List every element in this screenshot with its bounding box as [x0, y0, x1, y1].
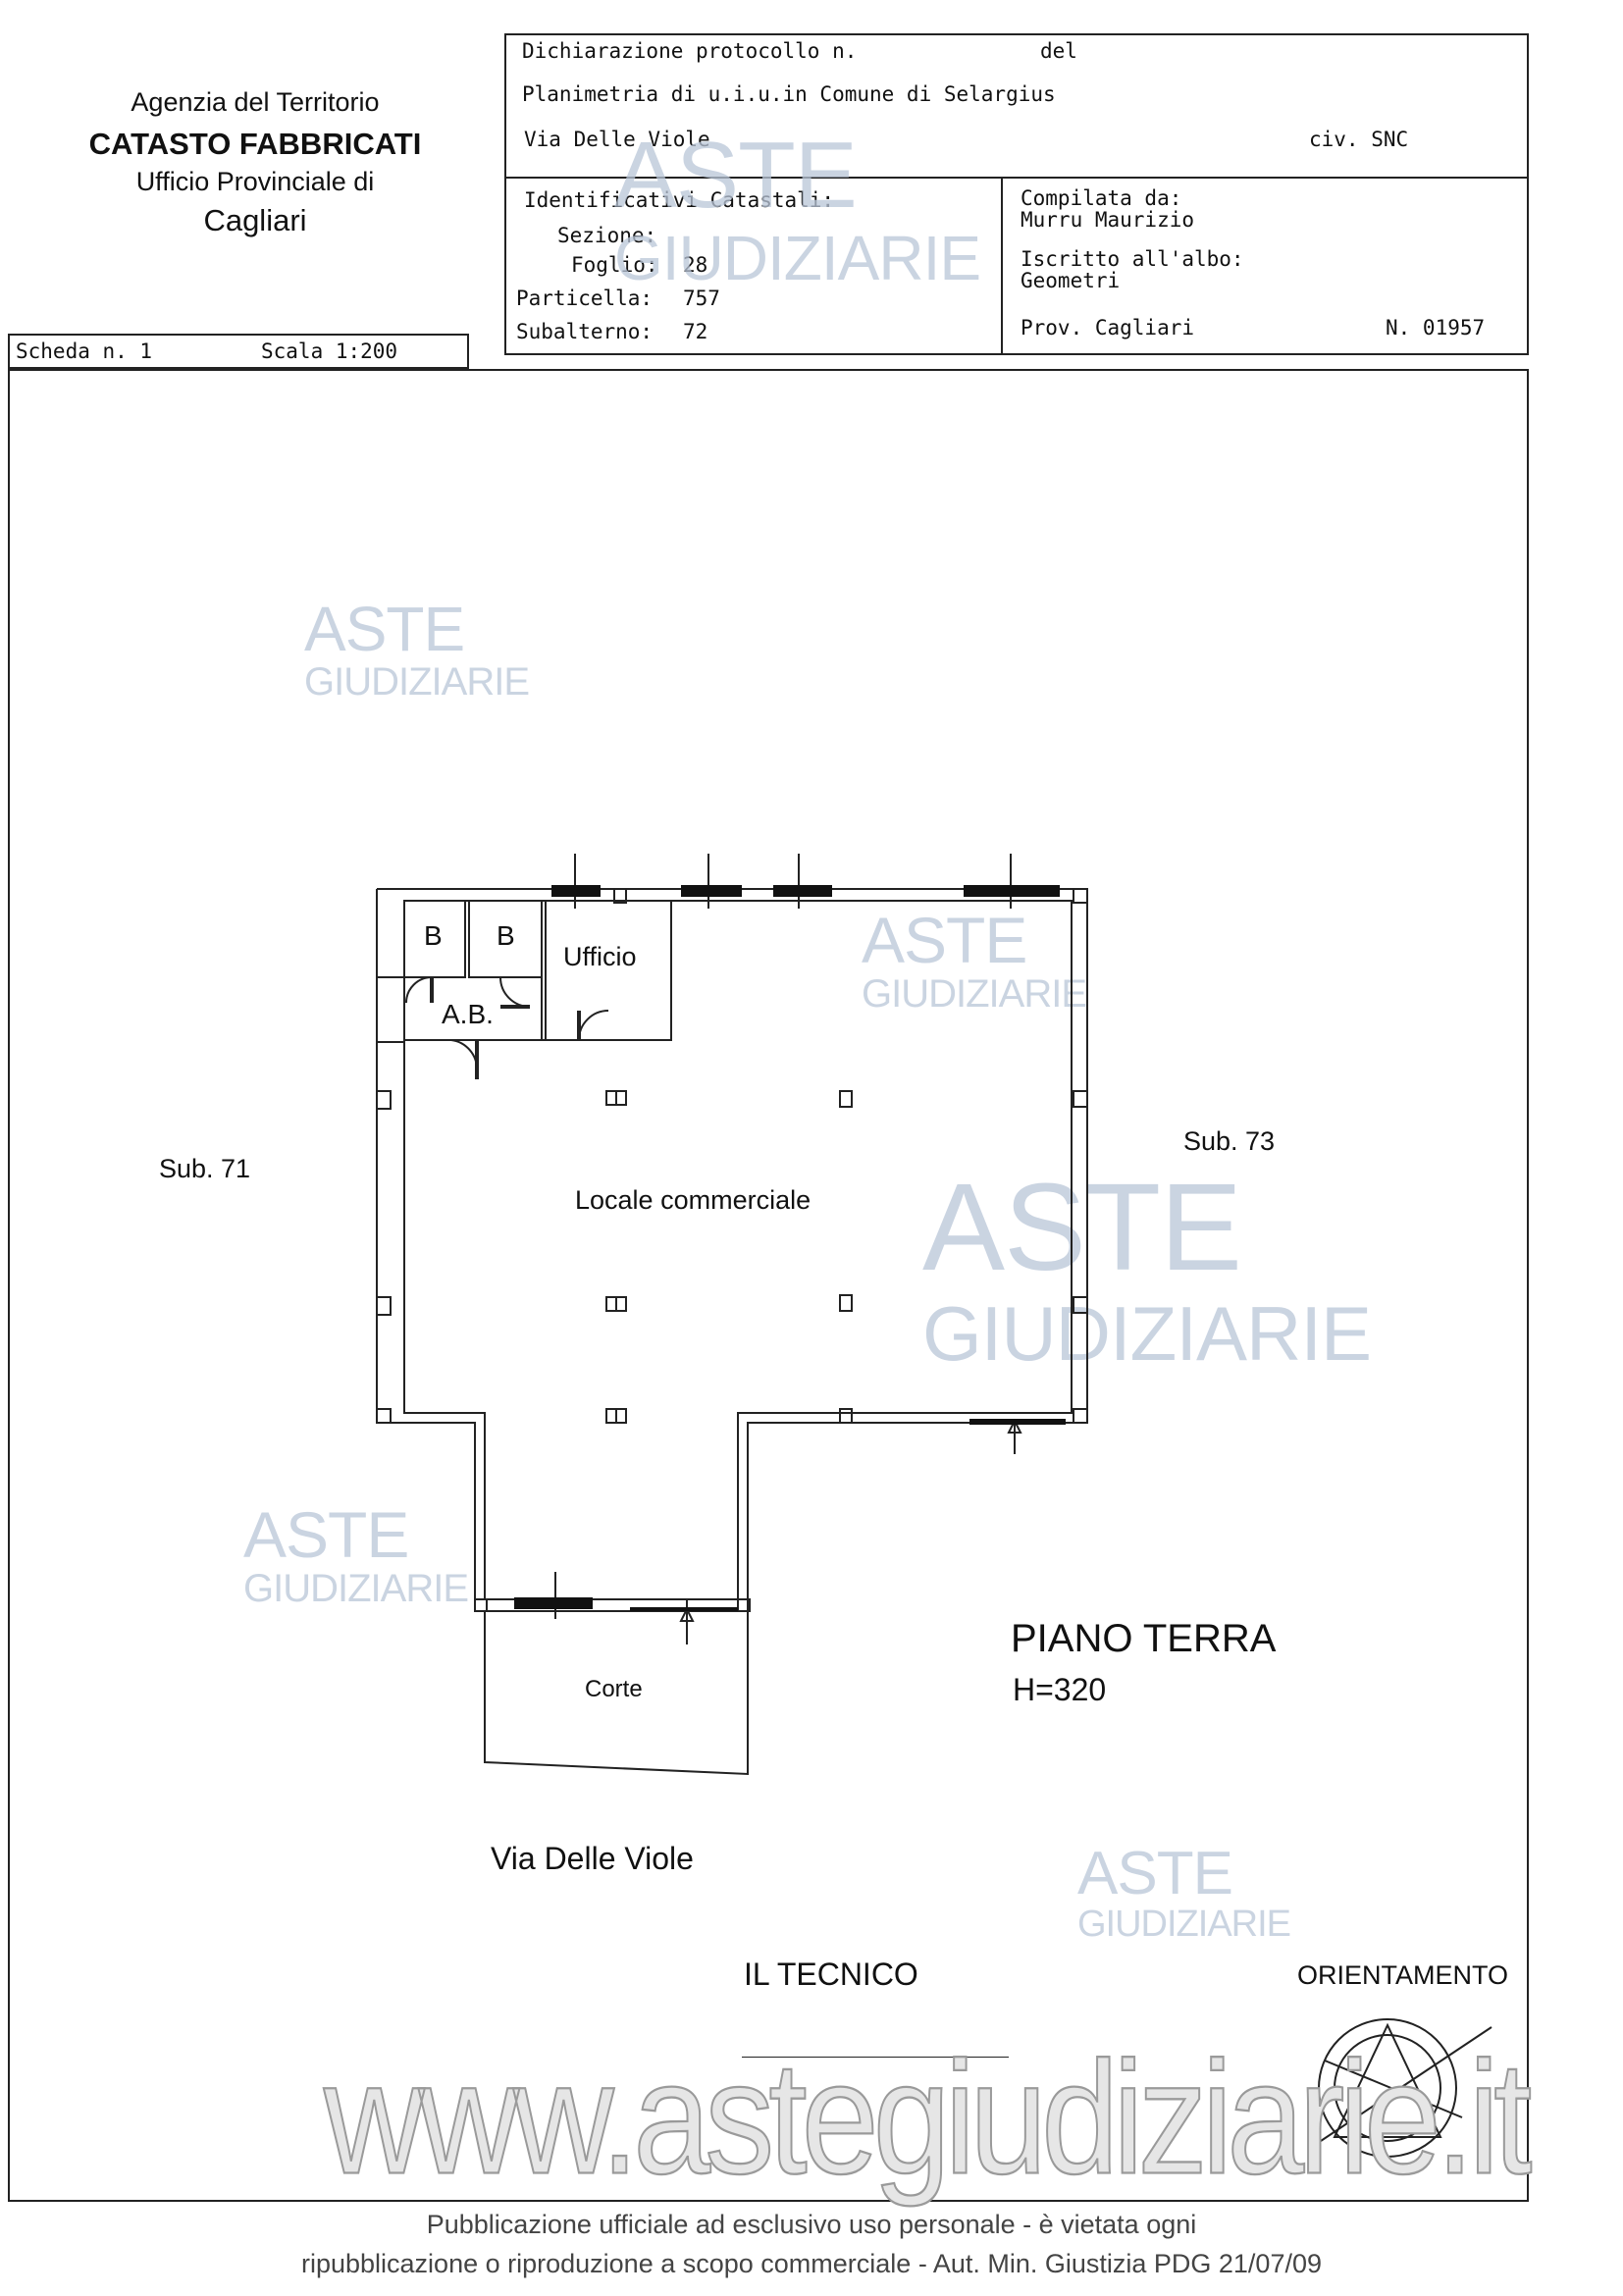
street-label: Via Delle Viole — [491, 1841, 694, 1876]
scheda-scale: Scala 1:200 — [261, 339, 398, 363]
door-arc — [499, 976, 531, 1008]
protocol-label: Dichiarazione protocollo n. — [522, 39, 858, 63]
foglio-value: 28 — [683, 253, 708, 277]
outer-wall — [376, 888, 1088, 1612]
orientamento-label: ORIENTAMENTO — [1297, 1960, 1509, 1990]
column — [839, 1408, 853, 1424]
room-b1-walls — [403, 900, 466, 978]
particella-label: Particella: — [516, 287, 654, 310]
albo-label: Iscritto all'albo: — [1021, 247, 1244, 271]
agency-department: CATASTO FABBRICATI — [88, 126, 422, 161]
floor-title: PIANO TERRA — [1011, 1617, 1277, 1660]
column — [839, 1090, 853, 1108]
room-label-corte: Corte — [585, 1676, 643, 1702]
corte-outline — [484, 1611, 749, 1776]
door-arc — [578, 1010, 609, 1041]
compilata-title: Compilata da: — [1021, 186, 1182, 210]
window — [969, 1419, 1066, 1425]
protocol-del: del — [1040, 39, 1077, 63]
albo-value: Geometri — [1021, 269, 1121, 292]
header-frame — [504, 33, 1529, 355]
tecnico-label: IL TECNICO — [744, 1957, 918, 1992]
room-b2-walls — [468, 900, 543, 978]
room-label-ufficio: Ufficio — [563, 942, 637, 971]
compass-icon — [1308, 2018, 1492, 2158]
floor-height: H=320 — [1013, 1672, 1107, 1707]
door-arc — [450, 1039, 479, 1070]
window — [514, 1597, 593, 1609]
sezione-label: Sezione: — [557, 224, 657, 247]
room-label-ab: A.B. — [442, 999, 494, 1029]
identificativi-title: Identificativi Catastali: — [524, 188, 835, 212]
window — [964, 885, 1060, 897]
scheda-box — [8, 334, 469, 369]
compilata-province: Prov. Cagliari — [1021, 316, 1195, 339]
compilata-name: Murru Maurizio — [1021, 208, 1195, 232]
header-column-divider — [1001, 177, 1003, 355]
room-ufficio-walls — [545, 900, 672, 1041]
window — [681, 885, 742, 897]
subalterno-label: Subalterno: — [516, 320, 654, 343]
agency-office: Ufficio Provinciale di — [135, 166, 375, 196]
window — [551, 885, 601, 897]
planimetria-line: Planimetria di u.i.u.in Comune di Selarg… — [522, 82, 1056, 106]
agency-name: Agenzia del Territorio — [131, 87, 380, 117]
neighbor-label-right: Sub. 73 — [1183, 1126, 1276, 1156]
footer-line-2: ripubblicazione o riproduzione a scopo c… — [300, 2249, 1322, 2278]
civ-number: civ. SNC — [1309, 128, 1409, 151]
foglio-label: Foglio: — [571, 253, 658, 277]
site-watermark: www.astegiudiziarie.it — [323, 2027, 1533, 2209]
room-label-b1: B — [424, 920, 443, 951]
agency-block: Agenzia del Territorio CATASTO FABBRICAT… — [49, 86, 461, 240]
subalterno-value: 72 — [683, 320, 708, 343]
window — [773, 885, 832, 897]
door-arc — [405, 976, 433, 1004]
agency-city: Cagliari — [203, 203, 307, 238]
header-divider — [504, 177, 1529, 179]
neighbor-label-left: Sub. 71 — [159, 1154, 251, 1183]
footer-line-1: Pubblicazione ufficiale ad esclusivo uso… — [426, 2210, 1197, 2239]
compilata-number: N. 01957 — [1386, 316, 1486, 339]
window — [630, 1607, 738, 1611]
drawing-frame — [8, 369, 1529, 2202]
street-line: Via Delle Viole — [524, 128, 710, 151]
particella-value: 757 — [683, 287, 720, 310]
room-label-locale: Locale commerciale — [575, 1185, 812, 1215]
scheda-label: Scheda n. 1 — [16, 339, 153, 363]
signature-line — [742, 2057, 1009, 2058]
room-label-b2: B — [497, 920, 515, 951]
column — [839, 1294, 853, 1312]
